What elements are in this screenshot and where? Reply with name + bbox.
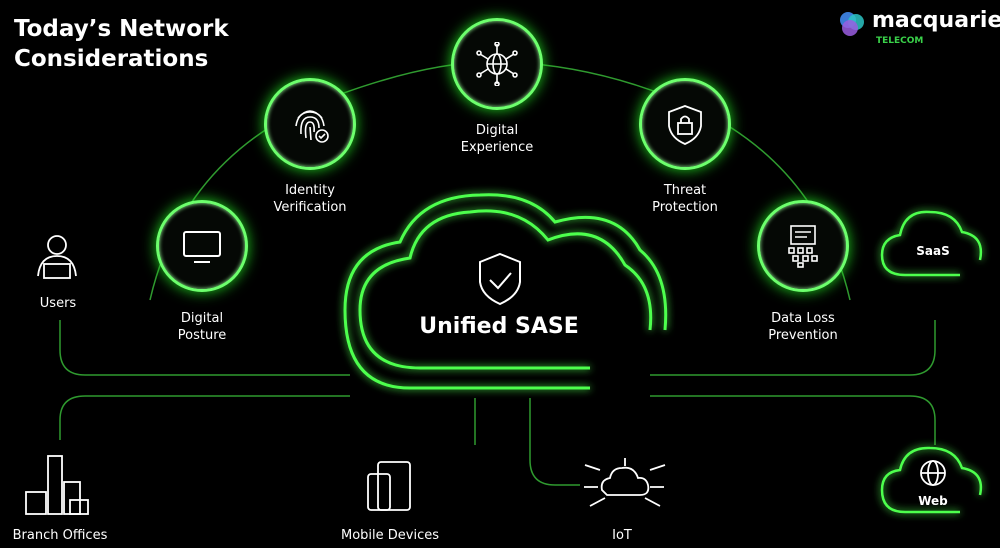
fingerprint-icon [295, 110, 329, 143]
label-users: Users [39, 296, 77, 311]
page-title: Today’s Network Considerations [14, 16, 229, 72]
saas-cloud [880, 210, 983, 277]
globe-icon [920, 460, 946, 486]
capability-data-loss-prevention [757, 200, 849, 292]
logo-mark-icon [840, 12, 864, 36]
center-label: Unified SASE [419, 314, 579, 339]
globe-network-icon [476, 42, 518, 86]
web-cloud [880, 446, 983, 514]
monitor-icon [183, 231, 221, 263]
capability-digital-experience [451, 18, 543, 110]
logo-name: macquarie [872, 8, 1000, 33]
sase-cloud [343, 193, 668, 390]
label-web: Web [918, 494, 948, 508]
shield-lock-icon [668, 105, 702, 145]
logo-sub: TELECOM [876, 36, 924, 46]
document-data-icon [788, 225, 818, 268]
mobile-devices-icon [367, 461, 411, 511]
label-iot: IoT [612, 528, 632, 543]
capability-identity-verification [264, 78, 356, 170]
label-branch-offices: Branch Offices [12, 528, 108, 543]
capability-threat-protection [639, 78, 731, 170]
label-mobile-devices: Mobile Devices [340, 528, 440, 543]
iot-cloud-icon [584, 458, 666, 507]
label-saas: SaaS [916, 244, 950, 258]
buildings-icon [25, 455, 89, 515]
macquarie-logo: macquarie TELECOM [838, 8, 1000, 48]
shield-check-icon [479, 252, 521, 306]
user-laptop-icon [37, 235, 77, 279]
capability-digital-posture [156, 200, 248, 292]
